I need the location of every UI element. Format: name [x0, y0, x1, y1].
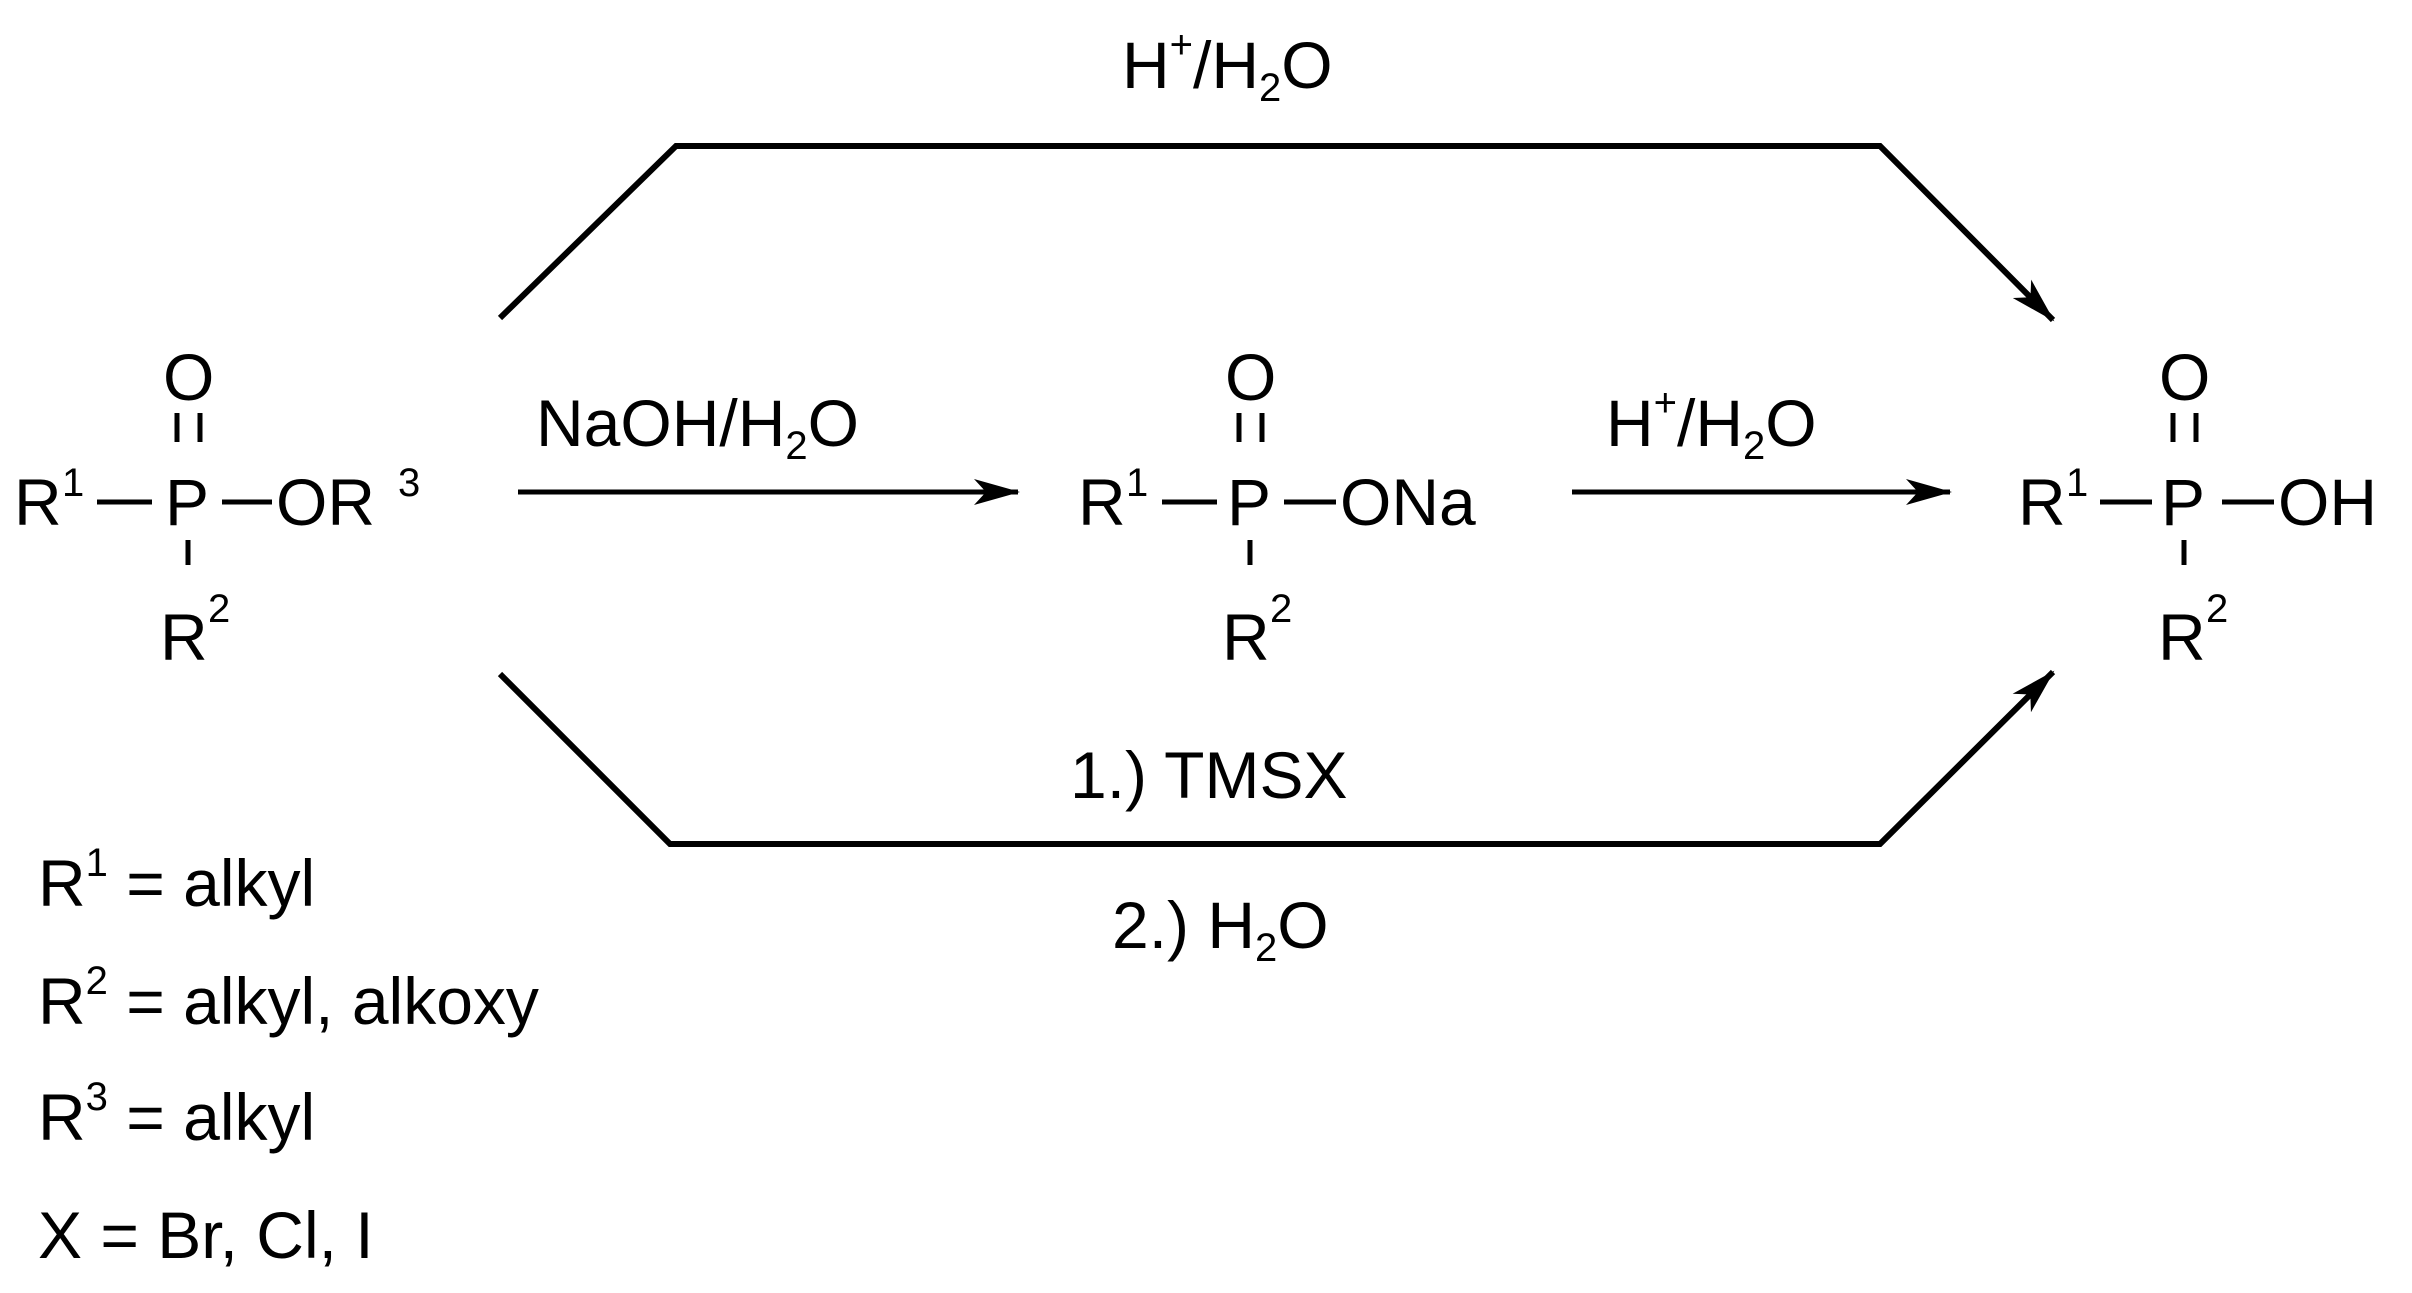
intermediate-phosphorus: P — [1227, 465, 1271, 539]
product-oxygen: O — [2159, 340, 2210, 414]
reactant-ester-index: 3 — [398, 461, 420, 505]
legend-line-x: X = Br, Cl, I — [38, 1198, 374, 1272]
reactant-r1-index: 1 — [62, 461, 84, 505]
reactant-structure: O R 1 P OR 3 R 2 — [14, 340, 420, 674]
silyl-route-step1: 1.) TMSX — [1070, 738, 1348, 812]
reactant-r1-symbol: R — [14, 465, 62, 539]
product-structure: O R 1 P OH R 2 — [2018, 340, 2377, 674]
intermediate-structure: O R 1 P ONa R 2 — [1078, 340, 1476, 674]
legend-line-r2: R2 = alkyl, alkoxy — [38, 959, 539, 1038]
product-r2-index: 2 — [2206, 587, 2228, 631]
intermediate-r2-symbol: R — [1222, 600, 1270, 674]
intermediate-salt-group: ONa — [1340, 465, 1476, 539]
top-route-arrow — [497, 143, 2056, 323]
base-hydrolysis-reagent: NaOH/H2O — [536, 386, 859, 468]
reactant-r2-index: 2 — [208, 587, 230, 631]
reactant-r2-symbol: R — [160, 600, 208, 674]
product-acid-group: OH — [2278, 465, 2377, 539]
legend-line-r1: R1 = alkyl — [38, 841, 315, 920]
top-route-reagent: H+/H2O — [1122, 23, 1333, 110]
intermediate-oxygen: O — [1225, 340, 1276, 414]
product-r2-symbol: R — [2158, 600, 2206, 674]
intermediate-r2-index: 2 — [1270, 587, 1292, 631]
product-r1-index: 1 — [2066, 461, 2088, 505]
silyl-route-step2: 2.) H2O — [1112, 888, 1329, 970]
intermediate-r1-symbol: R — [1078, 465, 1126, 539]
product-r1-symbol: R — [2018, 465, 2066, 539]
acidification-reagent: H+/H2O — [1606, 381, 1817, 468]
silyl-route-arrow — [497, 669, 2056, 847]
substituent-legend: R1 = alkyl R2 = alkyl, alkoxy R3 = alkyl… — [38, 841, 539, 1272]
intermediate-r1-index: 1 — [1126, 461, 1148, 505]
reactant-phosphorus: P — [165, 465, 209, 539]
reactant-oxygen: O — [163, 340, 214, 414]
legend-line-r3: R3 = alkyl — [38, 1075, 315, 1154]
product-phosphorus: P — [2161, 465, 2205, 539]
reactant-ester-group: OR — [276, 465, 375, 539]
